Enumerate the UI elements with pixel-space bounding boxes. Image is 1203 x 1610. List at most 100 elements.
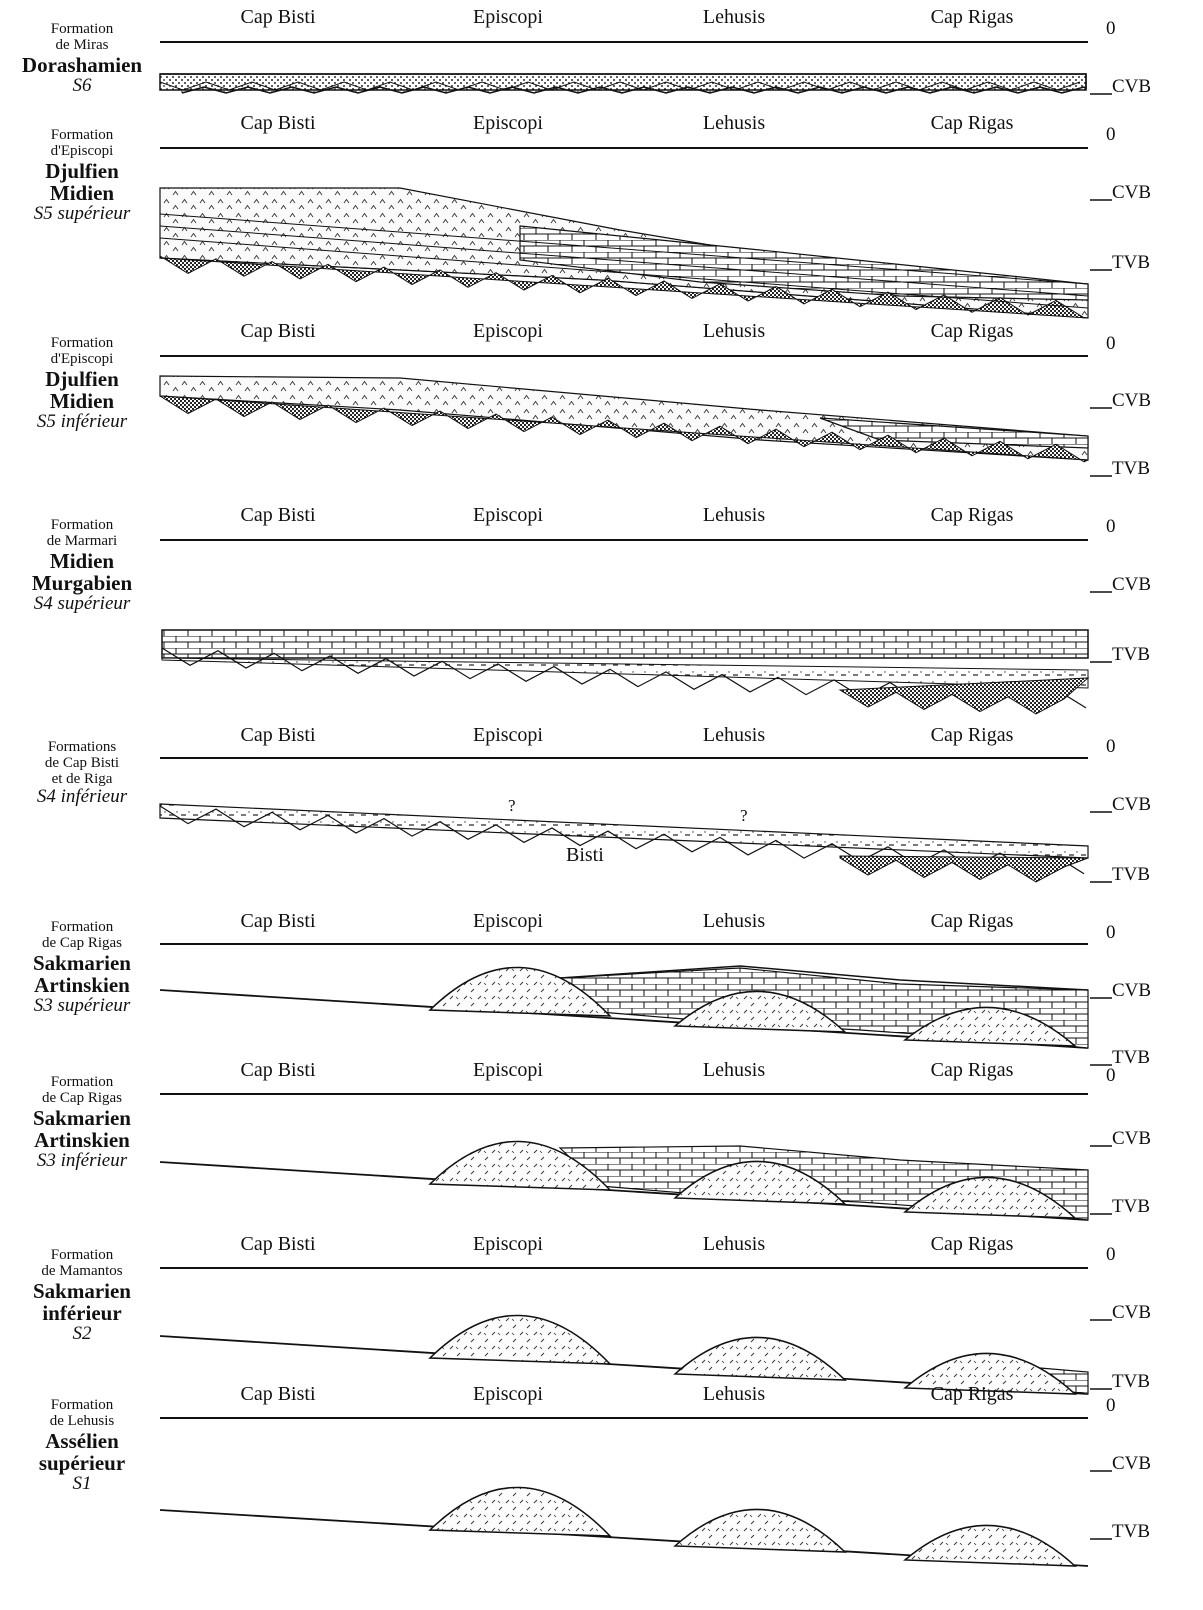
formation-name: Formation: [50, 919, 114, 935]
location-label: Cap Rigas: [930, 724, 1014, 746]
location-label: Cap Rigas: [930, 1059, 1014, 1081]
reef-mound: [673, 990, 848, 1033]
stage-name: Djulfien: [45, 366, 119, 391]
formation-name: de Marmari: [46, 532, 118, 549]
level-label: TVB: [1112, 1047, 1150, 1068]
basal-conglomerate: [159, 395, 1089, 463]
formation-name: Formation: [50, 335, 114, 351]
formation-name: Formation: [50, 1397, 114, 1413]
location-label: Cap Rigas: [930, 504, 1014, 526]
level-label: CVB: [1112, 1128, 1152, 1149]
formation-name: Formation: [50, 517, 114, 533]
stage-name: Artinskien: [34, 972, 130, 997]
location-label: Cap Rigas: [930, 6, 1014, 28]
bedding-line: [159, 237, 1089, 309]
conglomerate-lens: [839, 855, 1089, 883]
level-label: CVB: [1112, 574, 1152, 595]
location-label: Lehusis: [702, 6, 766, 28]
level-label: CVB: [1112, 390, 1152, 411]
level-label: CVB: [1112, 794, 1152, 815]
bedding-line: [159, 225, 1089, 297]
level-label: TVB: [1112, 1371, 1150, 1392]
level-label: 0: [1106, 736, 1116, 757]
stage-name: Midien: [49, 548, 115, 573]
stage-name: Djulfien: [45, 158, 119, 183]
sequence-label: S4 supérieur: [33, 592, 131, 614]
location-label: Episcopi: [473, 1059, 543, 1081]
sequence-label: S3 inférieur: [36, 1149, 128, 1171]
sequence-label: S1: [72, 1472, 92, 1494]
location-label: Episcopi: [473, 1383, 543, 1405]
level-label: TVB: [1112, 1521, 1150, 1542]
level-label: CVB: [1112, 1302, 1152, 1323]
reef-mound: [428, 1314, 612, 1365]
annotation: Bisti: [566, 844, 604, 866]
location-label: Lehusis: [702, 320, 766, 342]
location-label: Lehusis: [702, 1383, 766, 1405]
level-label: CVB: [1112, 76, 1152, 97]
location-label: Cap Bisti: [240, 6, 316, 28]
level-label: CVB: [1112, 182, 1152, 203]
basal-conglomerate: [159, 255, 1089, 319]
location-label: Lehusis: [702, 112, 766, 134]
bedding-line: [159, 213, 1089, 285]
formation-name: Formation: [50, 1074, 114, 1090]
location-label: Episcopi: [473, 724, 543, 746]
level-label: TVB: [1112, 644, 1150, 665]
location-label: Cap Rigas: [930, 1233, 1014, 1255]
location-label: Episcopi: [473, 910, 543, 932]
sequence-label: S6: [72, 74, 92, 96]
level-label: TVB: [1112, 864, 1150, 885]
location-label: Lehusis: [702, 724, 766, 746]
reef-mound: [428, 1140, 612, 1191]
reef-mound: [673, 1160, 847, 1205]
location-label: Cap Bisti: [240, 910, 316, 932]
formation-name: de Lehusis: [49, 1412, 115, 1429]
annotation: ?: [740, 806, 748, 825]
location-label: Lehusis: [702, 1059, 766, 1081]
formation-name: de Cap Bisti: [44, 754, 120, 771]
formation-name: Formations: [47, 739, 117, 755]
stage-name: Assélien: [45, 1428, 119, 1453]
location-label: Cap Rigas: [930, 910, 1014, 932]
level-label: CVB: [1112, 1453, 1152, 1474]
stage-name: supérieur: [38, 1450, 126, 1475]
location-label: Cap Rigas: [930, 1383, 1014, 1405]
formation-name: Formation: [50, 127, 114, 143]
location-label: Cap Bisti: [240, 320, 316, 342]
marl-bed: [159, 803, 1089, 859]
formation-name: de Cap Rigas: [42, 1089, 122, 1106]
formation-name: d'Episcopi: [50, 142, 114, 159]
reef-mound: [902, 1006, 1078, 1047]
stage-name: Dorashamien: [21, 52, 143, 77]
location-label: Lehusis: [702, 910, 766, 932]
stage-name: Sakmarien: [32, 1278, 131, 1303]
level-label: 0: [1106, 1395, 1116, 1416]
stage-name: Midien: [49, 388, 115, 413]
location-label: Episcopi: [473, 320, 543, 342]
reef-mound: [903, 1176, 1078, 1219]
sequence-label: S5 inférieur: [36, 410, 128, 432]
level-label: 0: [1106, 922, 1116, 943]
stage-name: Sakmarien: [32, 1105, 131, 1130]
location-label: Episcopi: [473, 504, 543, 526]
location-label: Cap Bisti: [240, 504, 316, 526]
formation-name: de Cap Rigas: [42, 934, 122, 951]
location-label: Episcopi: [473, 6, 543, 28]
location-label: Cap Bisti: [240, 112, 316, 134]
location-label: Cap Rigas: [930, 320, 1014, 342]
reef-mound: [428, 966, 612, 1017]
location-label: Lehusis: [702, 504, 766, 526]
formation-name: Formation: [50, 1247, 114, 1263]
